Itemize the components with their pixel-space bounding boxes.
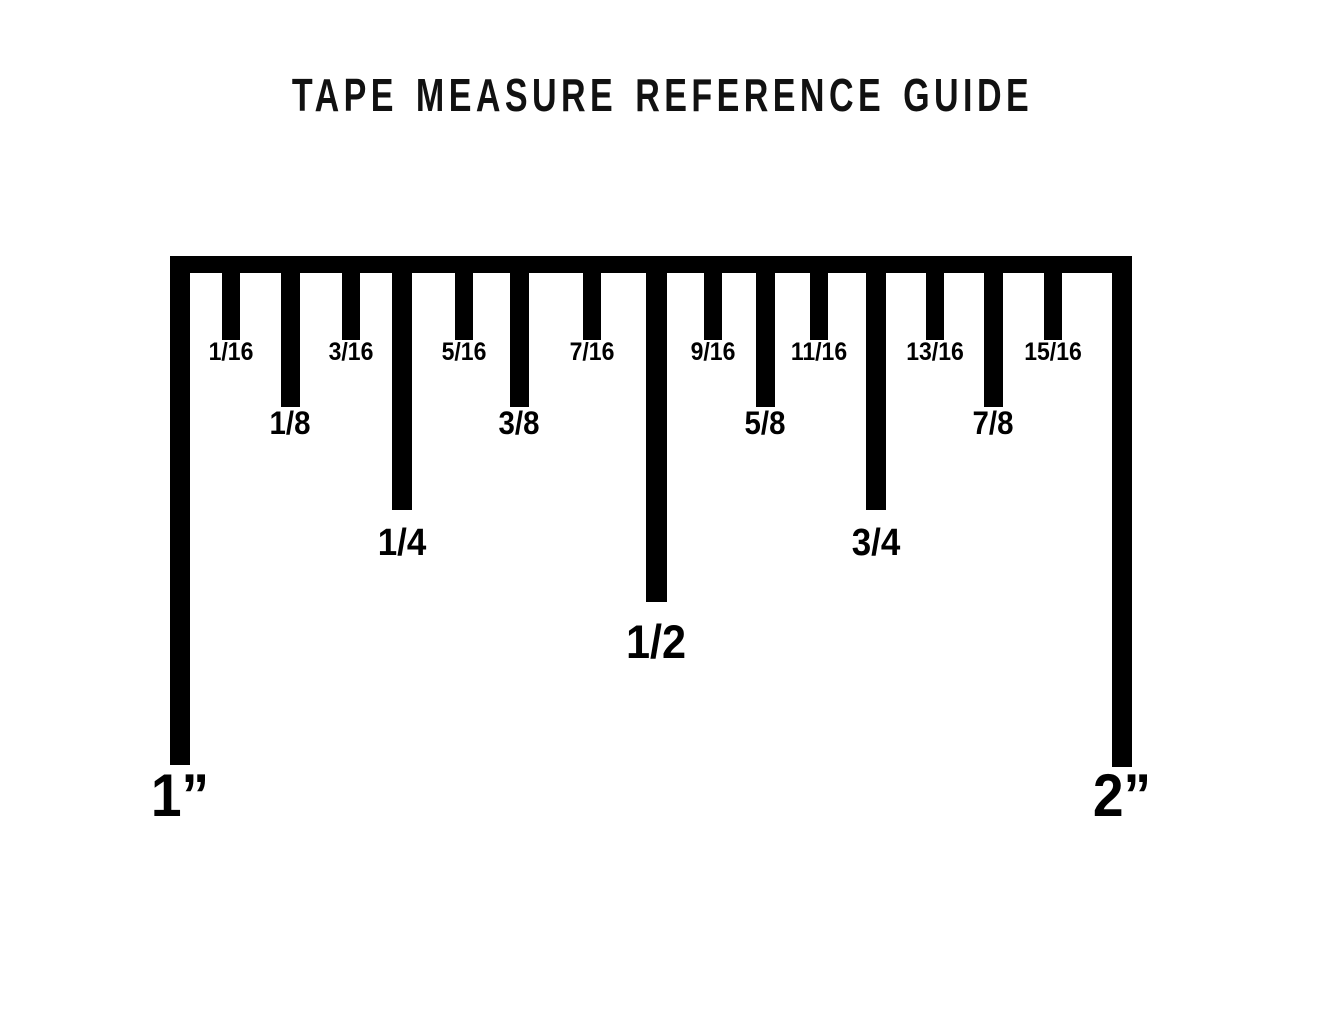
page-title: Tape Measure Reference Guide [291, 51, 1034, 125]
ruler-tick-label-13-16: 13/16 [906, 338, 964, 366]
ruler-tick-label-1-4: 1/4 [377, 522, 427, 564]
ruler-tick-0 [170, 256, 190, 765]
ruler-tick-label-3-8: 3/8 [498, 405, 540, 441]
ruler-tick-13-16 [926, 256, 944, 340]
ruler-tick-9-16 [704, 256, 722, 340]
ruler-tick-label-7-16: 7/16 [569, 338, 615, 366]
ruler-tick-3-16 [342, 256, 360, 340]
ruler-tick-1-4 [392, 256, 412, 510]
ruler-tick-5-8 [755, 256, 775, 407]
ruler-tick-label-9-16: 9/16 [690, 338, 736, 366]
ruler-tick-label-5-8: 5/8 [744, 405, 786, 441]
ruler-tick-label-11-16: 11/16 [790, 338, 848, 366]
ruler-tick-label-0: 1” [150, 762, 210, 829]
ruler-tick-7-16 [583, 256, 601, 340]
ruler-tick-label-15-16: 15/16 [1024, 338, 1082, 366]
ruler-tick-label-1-16: 1/16 [208, 338, 254, 366]
ruler-tick-label-3-4: 3/4 [851, 522, 901, 564]
ruler-tick-5-16 [455, 256, 473, 340]
ruler-tick-11-16 [810, 256, 828, 340]
ruler-tick-label-3-16: 3/16 [328, 338, 374, 366]
ruler-tick-label-1: 2” [1092, 762, 1152, 829]
ruler-tick-15-16 [1044, 256, 1062, 340]
ruler-tick-1-16 [222, 256, 240, 340]
ruler-tick-label-7-8: 7/8 [972, 405, 1014, 441]
ruler-tick-1-2 [645, 256, 667, 602]
ruler-tick-3-8 [509, 256, 529, 407]
ruler-tick-3-4 [866, 256, 886, 510]
ruler-tick-1 [1112, 256, 1132, 767]
ruler-tick-label-5-16: 5/16 [441, 338, 487, 366]
ruler-tick-7-8 [983, 256, 1003, 407]
ruler-tick-label-1-2: 1/2 [625, 615, 687, 668]
ruler-tick-1-8 [280, 256, 300, 407]
ruler-tick-label-1-8: 1/8 [269, 405, 311, 441]
